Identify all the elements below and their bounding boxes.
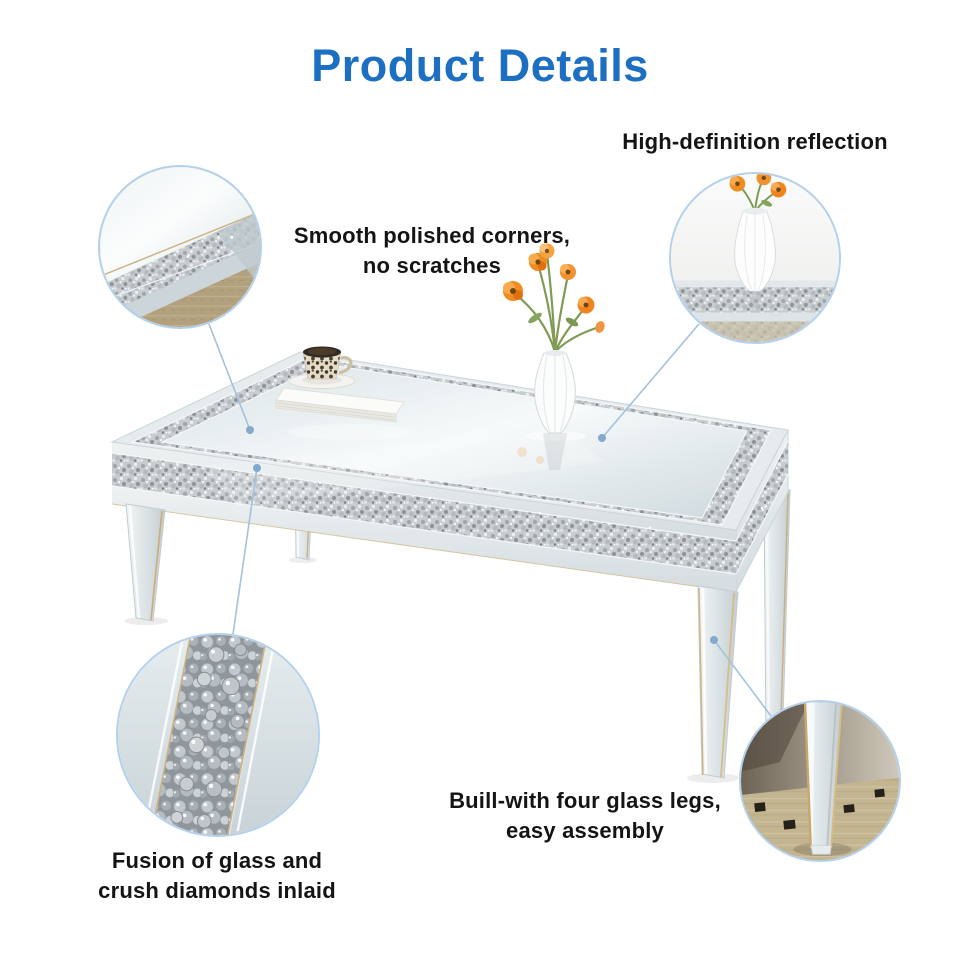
connector-line-legs xyxy=(713,639,772,717)
label-built-with-four-glass-legs: Buill-with four glass legs, easy assembl… xyxy=(449,788,721,843)
reflected-flowers xyxy=(729,174,787,212)
flowers xyxy=(503,243,605,333)
book xyxy=(275,387,405,423)
table-leg-front-left xyxy=(125,503,166,622)
table-leg-front-right xyxy=(697,585,739,779)
cup-handle xyxy=(338,356,353,375)
connector-dot-corners xyxy=(246,426,254,434)
connector-dot-legs xyxy=(710,636,718,644)
glass-leg-closeup-image xyxy=(741,702,899,860)
vase-reflection xyxy=(517,433,567,470)
mirrored-leg xyxy=(803,702,843,855)
crushed-diamond-closeup-image xyxy=(118,635,318,835)
mirror-glare xyxy=(200,428,606,506)
connector-lines xyxy=(208,323,772,717)
callout-polished-corner xyxy=(98,165,262,329)
vase-reflection-closeup-image xyxy=(671,174,839,342)
connector-line-diamonds xyxy=(232,467,258,635)
coffee-cup xyxy=(288,346,356,389)
apron-sparkles xyxy=(218,467,652,530)
connector-dots xyxy=(246,426,718,644)
page-title: Product Details xyxy=(311,40,649,91)
table-apron-front xyxy=(111,442,737,593)
connector-dot-diamonds xyxy=(253,464,261,472)
callout-glass-leg xyxy=(739,700,901,862)
polished-corner-closeup-image xyxy=(100,167,260,327)
callout-reflection xyxy=(669,172,841,344)
connector-line-reflection xyxy=(601,323,700,439)
crystal-highlights xyxy=(170,643,247,829)
connector-line-corners xyxy=(208,323,251,431)
crystal-sparkles xyxy=(191,649,240,821)
connector-dot-reflection xyxy=(598,434,606,442)
label-fusion-glass-crush-diamonds: Fusion of glass and crush diamonds inlai… xyxy=(98,848,336,903)
callout-crushed-diamonds xyxy=(116,633,320,837)
label-smooth-polished-corners: Smooth polished corners, no scratches xyxy=(293,223,571,278)
vase-with-flowers xyxy=(503,243,605,434)
label-high-definition-reflection: High-definition reflection xyxy=(622,129,888,154)
